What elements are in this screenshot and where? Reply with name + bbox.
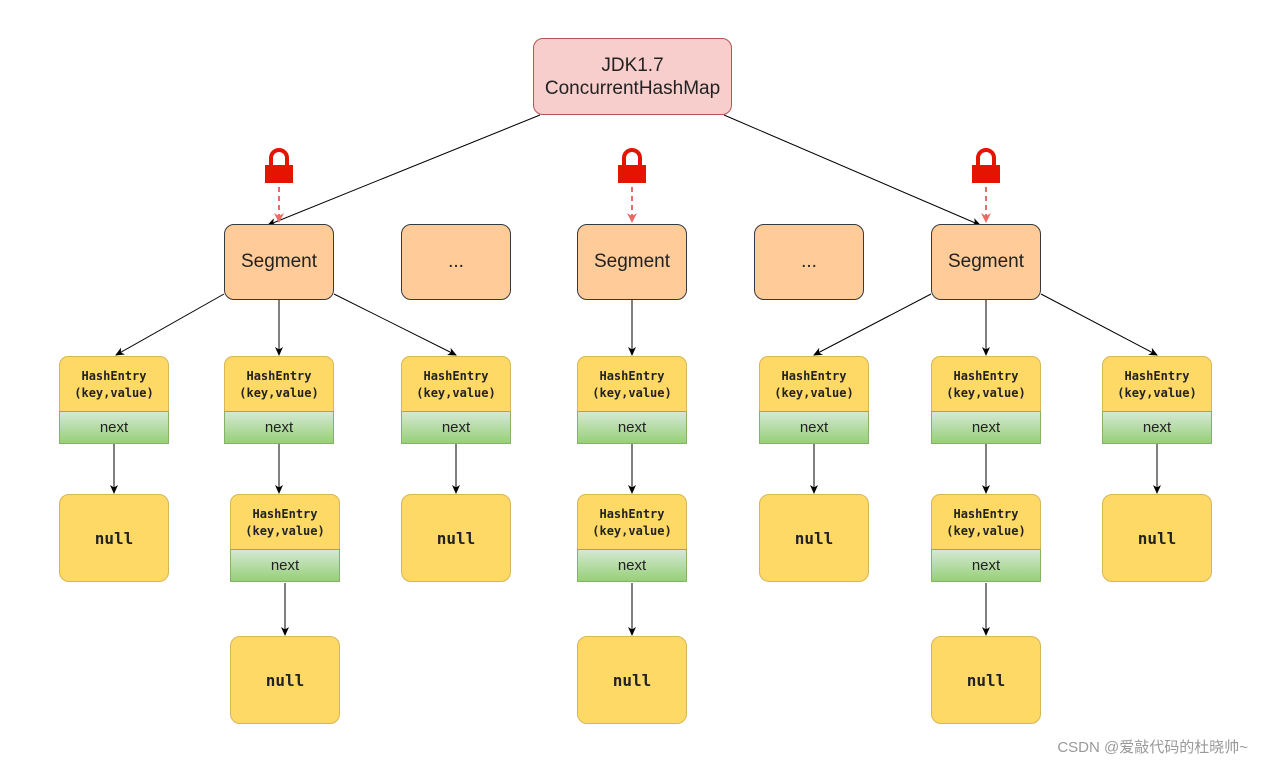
- hash-entry-title: HashEntry: [252, 506, 318, 521]
- hash-entry-next: next: [1102, 411, 1212, 444]
- hash-entry: HashEntry (key,value) next: [401, 356, 511, 444]
- hash-entry-key-value: HashEntry (key,value): [401, 356, 511, 413]
- edge-seg3-entry7: [1040, 293, 1158, 356]
- null-node: null: [577, 636, 687, 724]
- hash-entry-next: next: [931, 411, 1041, 444]
- hash-entry-title: HashEntry: [953, 368, 1019, 383]
- hash-entry-title: HashEntry: [1124, 368, 1190, 383]
- ellipsis-label: ...: [448, 251, 464, 272]
- hash-entry-title: HashEntry: [599, 506, 665, 521]
- hash-entry-next: next: [931, 549, 1041, 582]
- next-label: next: [617, 419, 647, 436]
- ellipsis-label: ...: [801, 251, 817, 272]
- lock-icon: [618, 148, 646, 183]
- hash-entry-next: next: [577, 411, 687, 444]
- hash-entry-next: next: [577, 549, 687, 582]
- hash-entry-next: next: [759, 411, 869, 444]
- root-title: JDK1.7: [601, 54, 664, 76]
- edge-seg1-entry1: [115, 293, 225, 356]
- edge-root-segment3: [723, 114, 981, 226]
- root-node: JDK1.7 ConcurrentHashMap: [533, 38, 732, 115]
- null-node: null: [59, 494, 169, 582]
- hash-entry: HashEntry (key,value) next: [577, 356, 687, 444]
- hash-entry-key-value: HashEntry (key,value): [577, 494, 687, 551]
- segment-node: Segment: [931, 224, 1041, 300]
- edge-seg3-entry5: [813, 293, 932, 356]
- segment-node: Segment: [224, 224, 334, 300]
- next-label: next: [799, 419, 829, 436]
- next-label: next: [264, 419, 294, 436]
- null-label: null: [265, 670, 305, 690]
- hash-entry: HashEntry (key,value) next: [931, 356, 1041, 444]
- lock-icon: [972, 148, 1000, 183]
- hash-entry-next: next: [401, 411, 511, 444]
- null-label: null: [612, 670, 652, 690]
- root-subtitle: ConcurrentHashMap: [544, 77, 721, 99]
- segment-label: Segment: [947, 251, 1025, 272]
- hash-entry: HashEntry (key,value) next: [1102, 356, 1212, 444]
- hash-entry-kv: (key,value): [239, 385, 319, 400]
- hash-entry-title: HashEntry: [81, 368, 147, 383]
- segment-label: Segment: [240, 251, 318, 272]
- hash-entry-key-value: HashEntry (key,value): [931, 356, 1041, 413]
- hash-entry-kv: (key,value): [946, 385, 1026, 400]
- hash-entry-kv: (key,value): [592, 385, 672, 400]
- null-node: null: [759, 494, 869, 582]
- watermark: CSDN @爱敲代码的杜晓帅~: [1057, 739, 1248, 756]
- hash-entry-kv: (key,value): [245, 523, 325, 538]
- hash-entry-key-value: HashEntry (key,value): [230, 494, 340, 551]
- hash-entry-key-value: HashEntry (key,value): [759, 356, 869, 413]
- hash-entry: HashEntry (key,value) next: [931, 494, 1041, 582]
- hash-entry-key-value: HashEntry (key,value): [577, 356, 687, 413]
- next-label: next: [971, 557, 1001, 574]
- next-label: next: [270, 557, 300, 574]
- hash-entry: HashEntry (key,value) next: [230, 494, 340, 582]
- next-label: next: [441, 419, 471, 436]
- hash-entry: HashEntry (key,value) next: [577, 494, 687, 582]
- segment-node: Segment: [577, 224, 687, 300]
- hash-entry-kv: (key,value): [416, 385, 496, 400]
- hash-entry-title: HashEntry: [953, 506, 1019, 521]
- hash-entry: HashEntry (key,value) next: [759, 356, 869, 444]
- null-label: null: [94, 528, 134, 548]
- hash-entry-title: HashEntry: [246, 368, 312, 383]
- hash-entry-kv: (key,value): [774, 385, 854, 400]
- hash-entry-key-value: HashEntry (key,value): [59, 356, 169, 413]
- hash-entry-kv: (key,value): [946, 523, 1026, 538]
- hash-entry-next: next: [224, 411, 334, 444]
- hash-entry-kv: (key,value): [74, 385, 154, 400]
- hash-entry-title: HashEntry: [781, 368, 847, 383]
- null-node: null: [401, 494, 511, 582]
- hash-entry-key-value: HashEntry (key,value): [224, 356, 334, 413]
- segment-ellipsis-node: ...: [401, 224, 511, 300]
- hash-entry-key-value: HashEntry (key,value): [931, 494, 1041, 551]
- null-node: null: [1102, 494, 1212, 582]
- edge-seg1-entry3: [333, 293, 457, 356]
- hash-entry-title: HashEntry: [599, 368, 665, 383]
- hash-entry: HashEntry (key,value) next: [224, 356, 334, 444]
- null-label: null: [966, 670, 1006, 690]
- hash-entry-next: next: [59, 411, 169, 444]
- next-label: next: [617, 557, 647, 574]
- null-label: null: [794, 528, 834, 548]
- null-node: null: [230, 636, 340, 724]
- lock-icon: [265, 148, 293, 183]
- hash-entry-kv: (key,value): [592, 523, 672, 538]
- hash-entry: HashEntry (key,value) next: [59, 356, 169, 444]
- segment-ellipsis-node: ...: [754, 224, 864, 300]
- hash-entry-title: HashEntry: [423, 368, 489, 383]
- next-label: next: [99, 419, 129, 436]
- null-node: null: [931, 636, 1041, 724]
- hash-entry-key-value: HashEntry (key,value): [1102, 356, 1212, 413]
- edge-root-segment1: [267, 114, 541, 226]
- next-label: next: [1142, 419, 1172, 436]
- hash-entry-kv: (key,value): [1117, 385, 1197, 400]
- null-label: null: [1137, 528, 1177, 548]
- next-label: next: [971, 419, 1001, 436]
- null-label: null: [436, 528, 476, 548]
- hash-entry-next: next: [230, 549, 340, 582]
- segment-label: Segment: [593, 251, 671, 272]
